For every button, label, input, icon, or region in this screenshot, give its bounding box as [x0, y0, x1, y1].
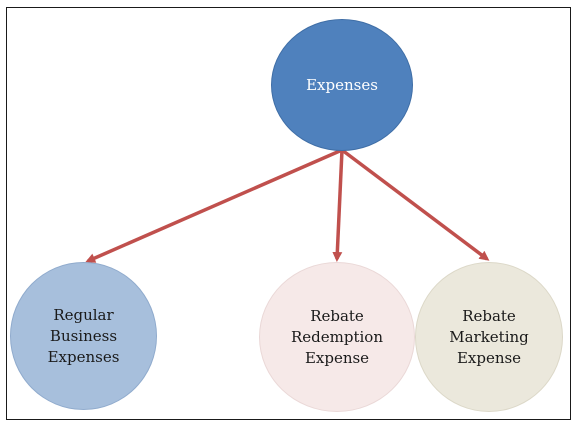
node-regular-business-expenses: Regular Business Expenses [10, 262, 157, 410]
diagram-frame [6, 7, 571, 420]
node-rebate-redemption-expense-label: Rebate Redemption Expense [291, 306, 383, 367]
arrow-to-rebate-marketing-expense [340, 148, 490, 261]
node-expenses: Expenses [271, 19, 413, 151]
node-expenses-label: Expenses [306, 75, 378, 94]
arrow-to-rebate-redemption-expense [332, 149, 344, 262]
node-rebate-redemption-expense: Rebate Redemption Expense [259, 262, 415, 412]
arrow-to-regular-business-expenses [85, 148, 343, 263]
node-rebate-marketing-expense: Rebate Marketing Expense [415, 262, 563, 412]
node-rebate-marketing-expense-label: Rebate Marketing Expense [449, 306, 529, 367]
node-regular-business-expenses-label: Regular Business Expenses [47, 305, 120, 366]
